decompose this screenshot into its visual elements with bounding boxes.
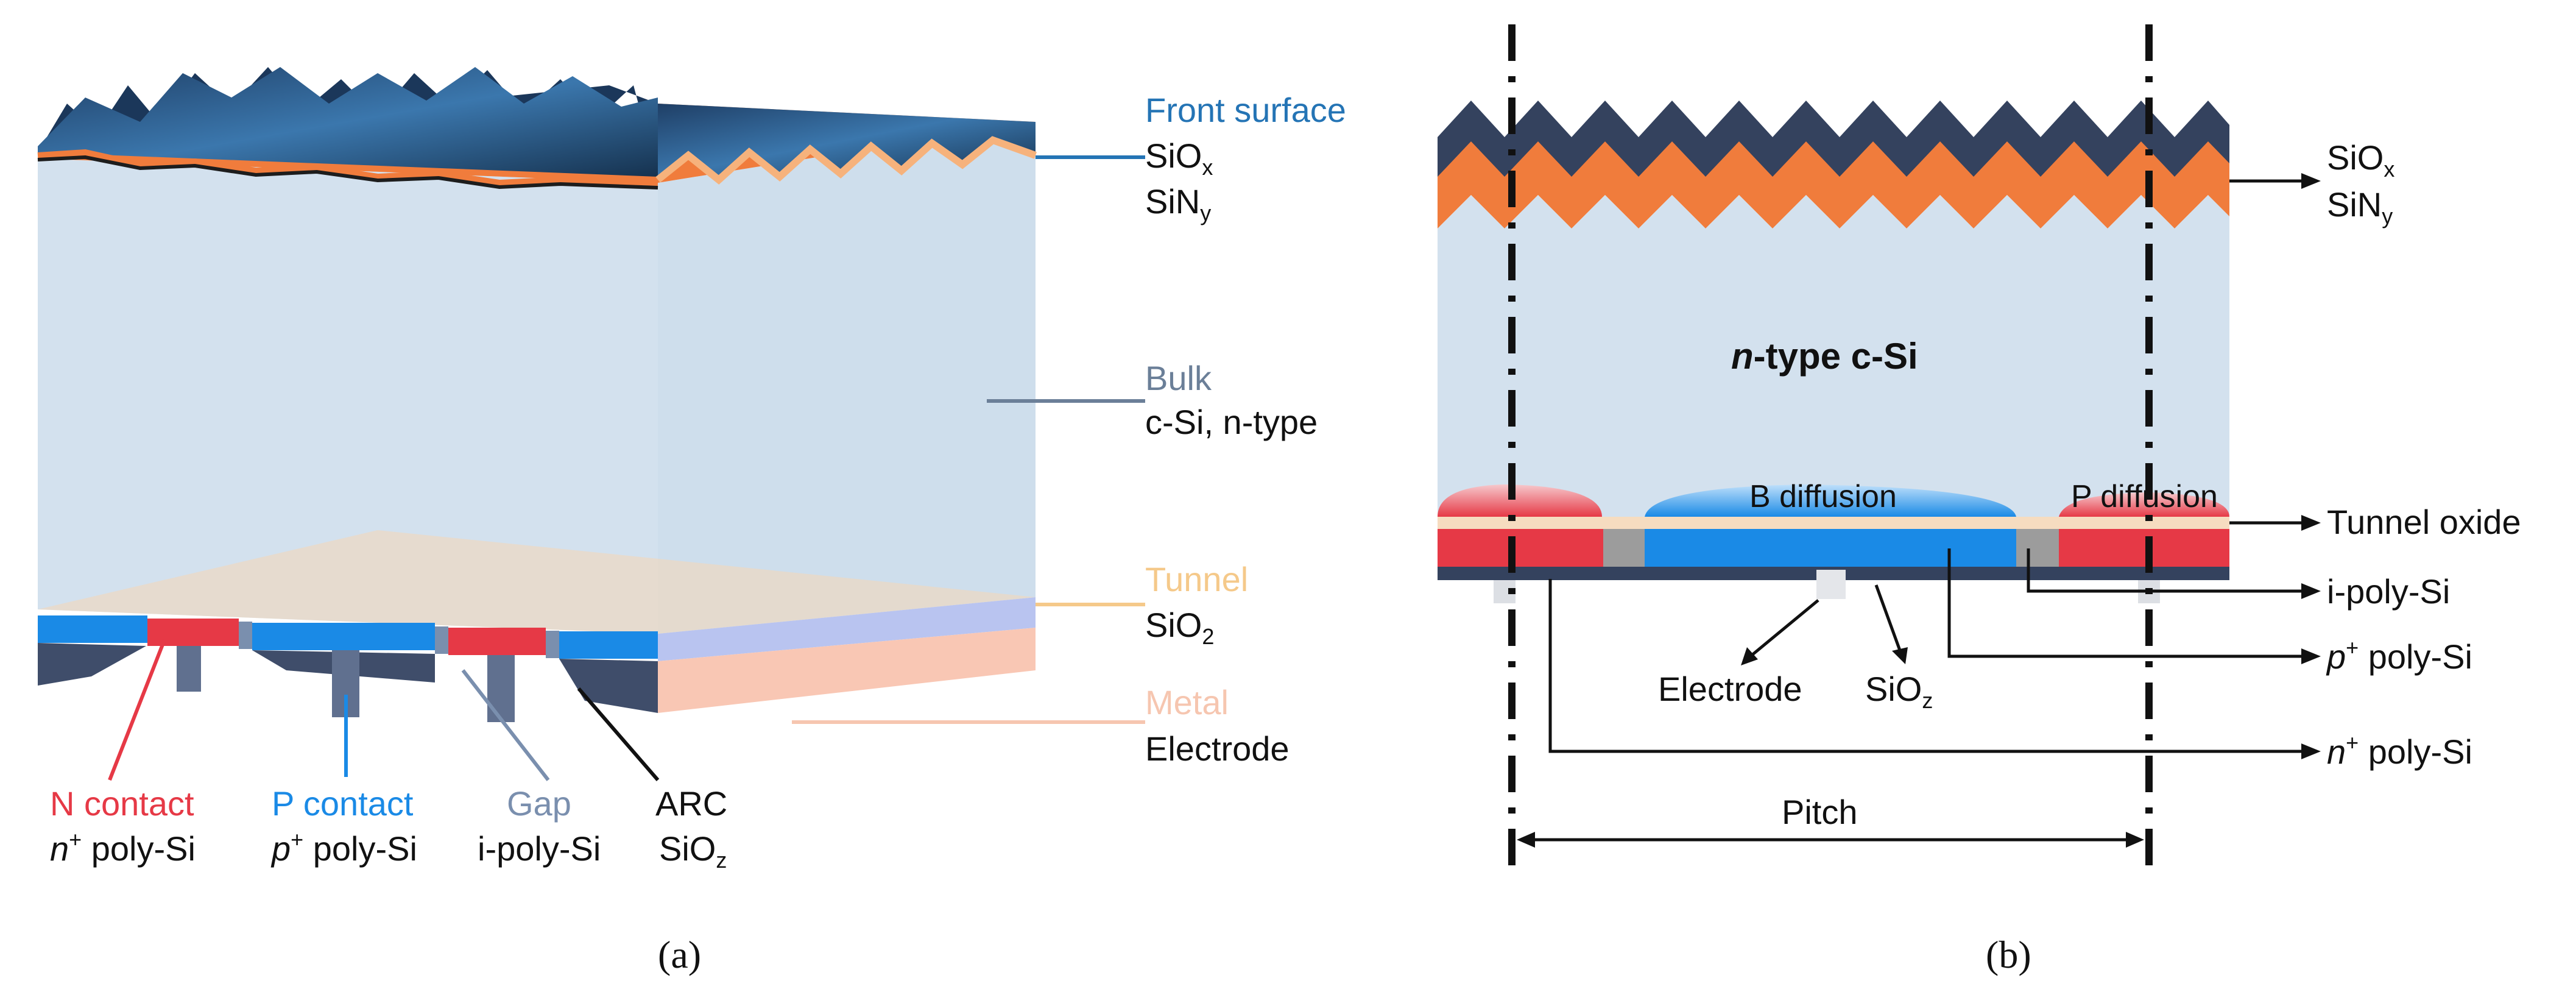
siny-label: SiNy: [2327, 185, 2393, 229]
arrowhead: [1741, 647, 1758, 665]
textured-front-surface: [37, 67, 1037, 190]
pitch-label: Pitch: [1782, 793, 1858, 831]
rear-contact-stack: [38, 597, 1036, 722]
tunnel-oxide-layer: [38, 530, 1036, 634]
n-poly-arrow: [1548, 579, 2303, 753]
p-contact-side: [658, 597, 1036, 661]
gap-stripe: [435, 626, 448, 654]
bulk-title: n-type c-Si: [1731, 336, 1918, 377]
panel-b: SiOx SiNy n-type c-Si B diffusion P diff…: [1438, 24, 2521, 976]
n-contact-title: N contact: [50, 784, 194, 823]
p-contact-stripe: [559, 631, 658, 659]
bulk-desc: c-Si, n-type: [1145, 403, 1318, 441]
tunnel-oxide-label: Tunnel oxide: [2327, 503, 2521, 541]
bulk-region: [1438, 225, 2229, 518]
arrowhead: [2301, 515, 2321, 531]
arrowhead: [2126, 832, 2144, 848]
front-surface-siny: SiNy: [1145, 182, 1211, 225]
siny-layer: [1438, 141, 2229, 229]
gap-desc: i-poly-Si: [478, 829, 601, 868]
bulk-front-face: [38, 158, 658, 634]
n-contact-stripe: [448, 628, 546, 655]
electrode: [487, 655, 515, 722]
i-poly-label: i-poly-Si: [2327, 572, 2450, 611]
arrowhead: [2301, 743, 2321, 759]
n-diffusion-dome: [1438, 484, 1602, 517]
panel-b-leaders: [1526, 179, 2303, 842]
electrode: [559, 659, 658, 713]
sioz-arrow: [1874, 584, 1902, 653]
tunnel-desc: SiO2: [1145, 606, 1214, 649]
p-contact-stripe: [38, 615, 147, 643]
n-poly-region: [1438, 529, 1603, 567]
electrode-arrow: [1747, 599, 1819, 659]
n-contact-desc: n+ poly-Si: [50, 827, 196, 868]
arc-leader: [577, 687, 660, 781]
panel-b-caption: (b): [1986, 933, 2031, 976]
gap-leader: [461, 669, 550, 781]
arrowhead: [2301, 648, 2321, 664]
arrowhead: [1517, 832, 1535, 848]
arc-title: ARC: [655, 784, 727, 823]
panel-a: Front surface SiOx SiNy Bulk c-Si, n-typ…: [37, 67, 1346, 976]
electrode-label: Electrode: [1658, 670, 1802, 708]
arrowhead: [1892, 647, 1908, 664]
p-diffusion-label: P diffusion: [2071, 479, 2218, 514]
gap-title: Gap: [507, 784, 571, 823]
arc-desc: SiOz: [659, 829, 727, 873]
i-poly-arrow: [2027, 548, 2303, 593]
siox-label: SiOx: [2327, 138, 2394, 182]
p-poly-arrow: [1947, 548, 2303, 658]
arrowhead: [2301, 173, 2321, 189]
metal-title: Metal: [1145, 683, 1229, 722]
metal-desc: Electrode: [1145, 729, 1290, 768]
gap-stripe: [546, 631, 559, 658]
i-poly-gap: [1603, 529, 1645, 567]
tunnel-title: Tunnel: [1145, 560, 1248, 598]
b-diffusion-label: B diffusion: [1749, 479, 1897, 514]
tunnel-oxide-band: [1438, 517, 2229, 529]
i-poly-gap: [2016, 529, 2059, 567]
gap-stripe: [239, 622, 252, 649]
arrowheads: [1517, 173, 2321, 848]
n-contact-leader: [108, 639, 166, 781]
front-surface-title: Front surface: [1145, 91, 1346, 129]
p-diffusion-dome: [2059, 492, 2229, 517]
p-poly-label: p+ poly-Si: [2326, 635, 2472, 676]
electrode: [1816, 570, 1846, 599]
panel-a-caption: (a): [658, 933, 701, 976]
bulk-side-face: [658, 122, 1036, 634]
n-poly-label: n+ poly-Si: [2327, 730, 2472, 771]
front-surface-siox: SiOx: [1145, 137, 1213, 180]
bulk-title: Bulk: [1145, 359, 1212, 397]
n-contact-stripe: [147, 619, 239, 646]
sioz-label: SiOz: [1865, 670, 1933, 713]
p-contact-desc: p+ poly-Si: [270, 827, 417, 868]
metal-side: [658, 628, 1036, 713]
electrode: [177, 646, 201, 692]
p-contact-title: P contact: [272, 784, 414, 823]
p-contact-stripe: [252, 623, 435, 650]
n-poly-region: [2059, 529, 2229, 567]
arrowhead: [2301, 583, 2321, 599]
bulk-top-zigzag: [1438, 195, 2229, 232]
electrode: [38, 643, 146, 686]
b-diffusion-dome: [1645, 484, 2016, 517]
p-poly-region: [1645, 529, 2016, 567]
